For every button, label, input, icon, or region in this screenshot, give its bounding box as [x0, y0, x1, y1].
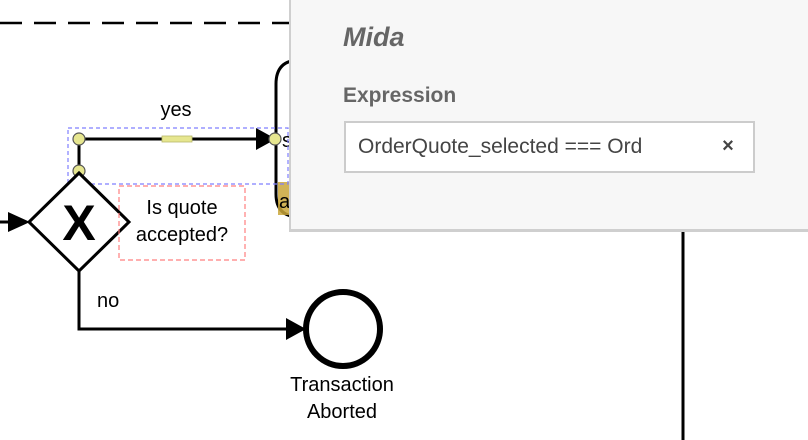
task-highlight: [278, 182, 292, 215]
gateway-label[interactable]: Is quote: [146, 197, 217, 219]
bendpoint-handle[interactable]: [268, 132, 282, 146]
no-flow-label: no: [97, 290, 119, 312]
flow-midpoint-handle[interactable]: [161, 135, 193, 143]
task-label-fragment: s: [282, 130, 292, 152]
clear-icon[interactable]: ×: [722, 135, 734, 157]
end-event-label: Aborted: [307, 401, 377, 423]
bendpoint-handle[interactable]: [72, 132, 86, 146]
end-event-label: Transaction: [290, 374, 394, 396]
end-event[interactable]: [303, 289, 383, 369]
properties-panel: Mida Expression ×: [289, 0, 808, 232]
gateway-x-marker: X: [62, 195, 95, 251]
expression-input[interactable]: [346, 123, 708, 171]
task-label-fragment: a: [279, 191, 291, 213]
selection-outline: [67, 127, 289, 185]
yes-flow-label: yes: [160, 99, 191, 121]
exclusive-gateway[interactable]: X: [26, 170, 132, 274]
expression-field: ×: [344, 121, 755, 173]
no-sequence-flow[interactable]: [77, 271, 306, 340]
label-selection-box: [118, 185, 246, 261]
incoming-sequence-flow[interactable]: [0, 212, 30, 232]
gateway-label[interactable]: accepted?: [136, 224, 228, 246]
yes-sequence-flow[interactable]: [72, 128, 282, 178]
panel-title: Mida: [343, 22, 405, 52]
expression-label: Expression: [343, 84, 457, 107]
